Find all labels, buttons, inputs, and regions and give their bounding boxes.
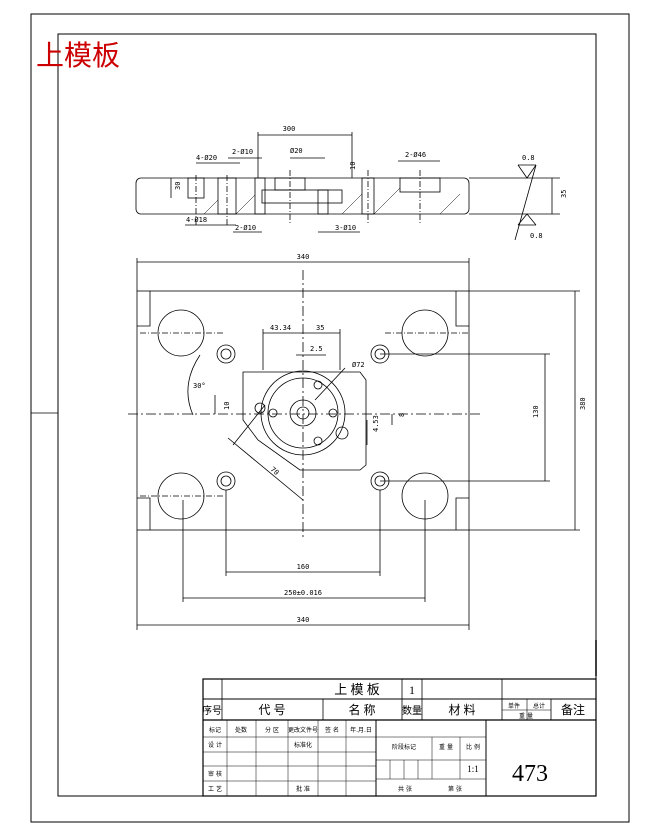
label-stage: 阶段标记: [392, 743, 416, 751]
col-total: 总计: [533, 702, 545, 710]
inner-border: [57, 33, 597, 797]
col-qty: 数量: [402, 704, 422, 717]
dim-43-34: 43.34: [270, 324, 291, 332]
dim-2-046: 2-Ø46: [405, 151, 426, 159]
dim-10: 10: [223, 402, 231, 410]
outer-border: [30, 13, 630, 823]
sheet-number: 第 张: [448, 785, 462, 793]
row-date: 年.月.日: [350, 726, 372, 734]
roughness-bottom: 0.8: [530, 232, 543, 240]
label-review: 审 核: [208, 770, 222, 778]
dim-072: Ø72: [352, 361, 365, 369]
dim-160: 160: [297, 563, 310, 571]
dim-4-018: 4-Ø18: [186, 216, 207, 224]
dim-8: 8: [398, 413, 406, 417]
row-doc: 更改文件号: [288, 726, 318, 734]
dim-2-5: 2.5: [310, 345, 323, 353]
plan-dim-labels: 340 340 250±0.016 160 380 130 43.34 35 2…: [193, 253, 587, 624]
dim-2-010-bot: 2-Ø10: [235, 224, 256, 232]
plan-view: [128, 258, 580, 630]
col-code: 代 号: [258, 703, 285, 717]
dim-35: 35: [560, 190, 568, 198]
dim-4-53: 4.53: [372, 415, 380, 432]
row-sign: 签 名: [325, 726, 339, 734]
dim-130: 130: [532, 405, 540, 418]
label-weight: 重 量: [439, 743, 453, 751]
dim-250: 250±0.016: [284, 589, 322, 597]
col-weight: 重 量: [519, 712, 533, 720]
dim-30: 30: [174, 182, 182, 190]
label-scale: 比 例: [466, 743, 480, 751]
col-remark: 备注: [561, 702, 585, 717]
dim-35: 35: [316, 324, 324, 332]
quantity-top: 1: [409, 683, 415, 697]
label-approve: 批 准: [296, 785, 310, 793]
row-count: 处数: [235, 726, 247, 734]
dim-3-010: 3-Ø10: [335, 224, 356, 232]
drawing-title-red: 上模板: [36, 40, 120, 72]
dim-380: 380: [579, 397, 587, 410]
part-name: 上 模 板: [334, 682, 380, 697]
dim-10: 10: [349, 162, 357, 170]
label-process: 工 艺: [208, 785, 222, 793]
plate-section-outline: [135, 177, 470, 215]
dim-70: 70: [269, 465, 281, 477]
label-design: 设 计: [208, 741, 222, 749]
roughness-top: 0.8: [522, 154, 535, 162]
sheets-total: 共 张: [398, 785, 412, 793]
dim-020: Ø20: [290, 147, 303, 155]
dim-4-020: 4-Ø20: [196, 154, 217, 162]
drawing-number: 473: [512, 761, 548, 787]
col-material: 材 料: [448, 703, 475, 717]
col-seq: 序号: [202, 704, 222, 717]
section-dim-labels: 300 4-Ø20 2-Ø10 Ø20 10 2-Ø46 4-Ø18 2-Ø10…: [174, 125, 568, 240]
row-zone: 分 区: [265, 726, 279, 734]
label-standard: 标准化: [294, 741, 312, 749]
dim-2-010-top: 2-Ø10: [232, 148, 253, 156]
title-block: [202, 678, 597, 797]
col-name: 名 称: [348, 702, 375, 717]
dim-300: 300: [283, 125, 296, 133]
title-block-text: 上 模 板 1 序号 代 号 名 称 数量 材 料 单件 总计 重 量 备注 标…: [202, 682, 585, 793]
dim-width-top: 340: [297, 253, 310, 261]
col-unit: 单件: [508, 702, 520, 710]
row-mark: 标记: [209, 726, 221, 734]
section-view: [135, 132, 560, 241]
scale-value: 1:1: [467, 764, 479, 774]
dim-width-bottom: 340: [297, 616, 310, 624]
dim-angle-30: 30°: [193, 382, 206, 390]
